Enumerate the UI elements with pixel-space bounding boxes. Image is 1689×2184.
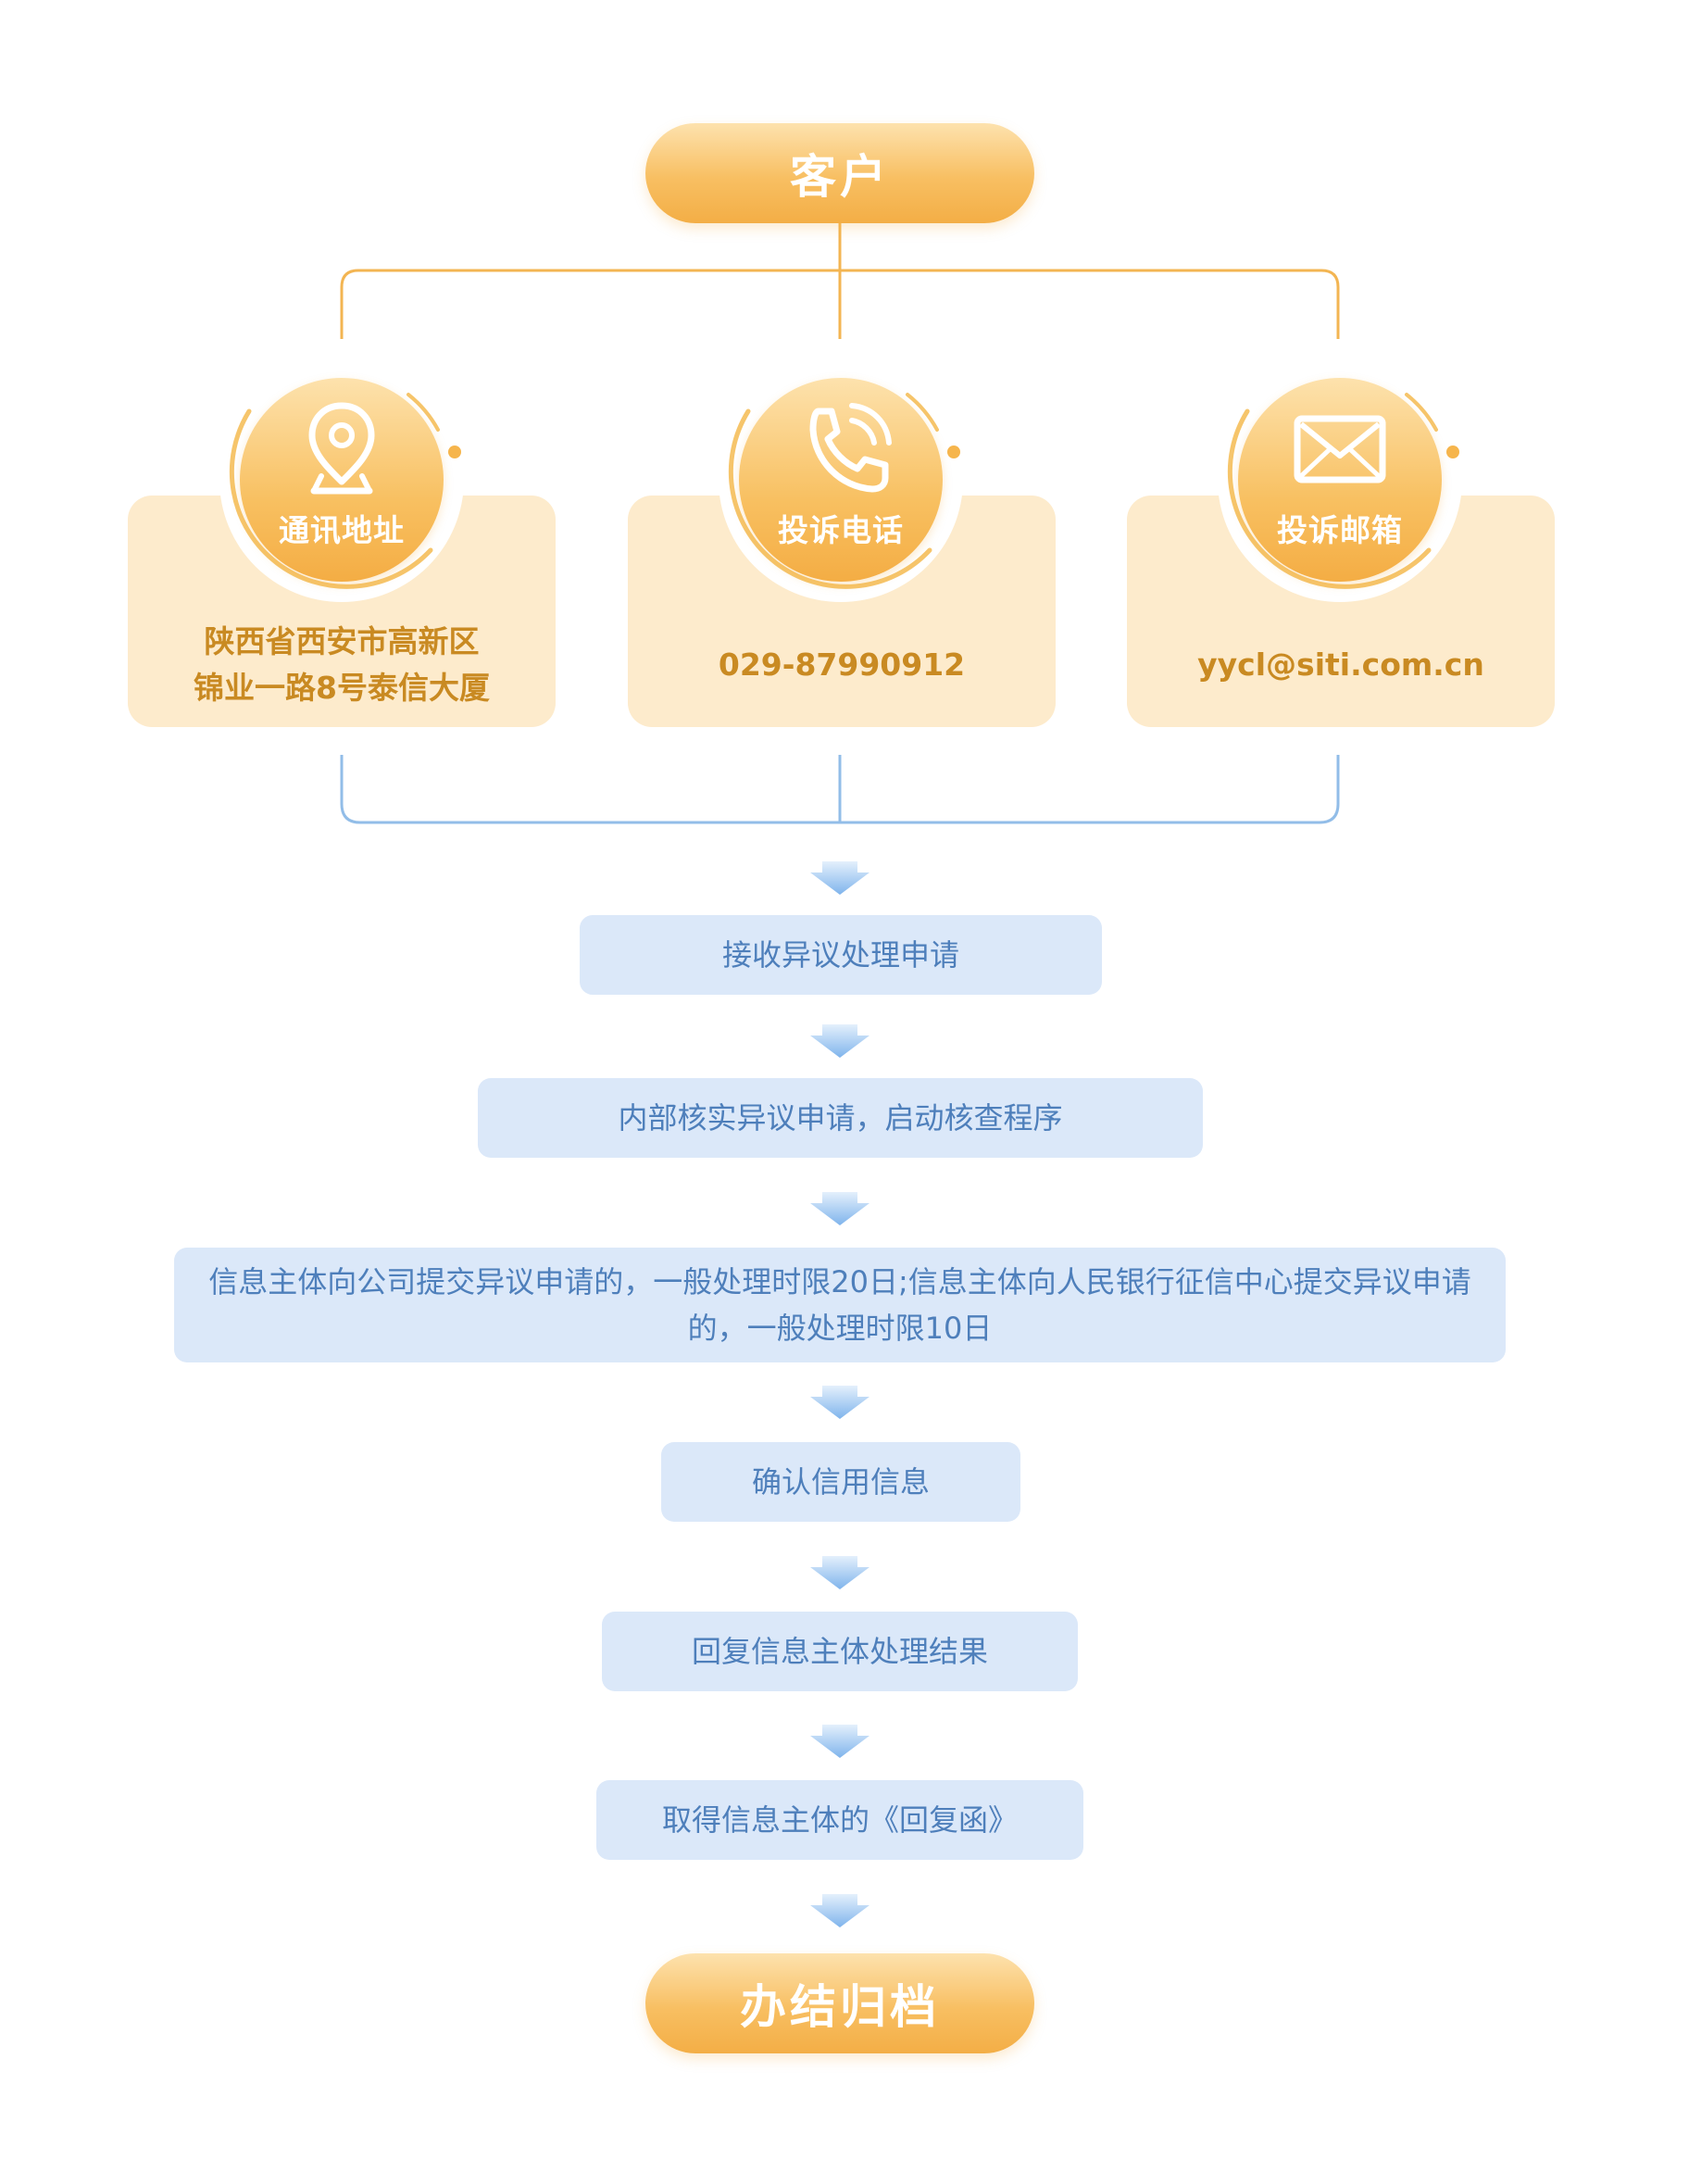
email-label: 投诉邮箱 — [1277, 512, 1403, 548]
down-arrow-icon — [810, 1725, 870, 1758]
down-arrow-icon — [810, 1894, 870, 1927]
email-value: yycl@siti.com.cn — [1197, 646, 1484, 683]
phone-call-icon — [776, 398, 906, 500]
step-receive-request: 接收异议处理申请 — [580, 915, 1102, 995]
step-internal-verification: 内部核实异议申请，启动核查程序 — [478, 1078, 1203, 1158]
email-badge: 投诉邮箱 — [1210, 350, 1470, 609]
address-label: 通讯地址 — [279, 512, 405, 548]
location-pin-icon — [277, 398, 407, 500]
merge-lines — [340, 755, 1340, 824]
down-arrow-icon — [810, 1556, 870, 1589]
archive-node: 办结归档 — [645, 1953, 1034, 2053]
address-value: 陕西省西安市高新区 锦业一路8号泰信大厦 — [194, 622, 490, 706]
step-reply-result: 回复信息主体处理结果 — [602, 1612, 1078, 1691]
phone-label: 投诉电话 — [778, 512, 904, 548]
step-obtain-reply-letter: 取得信息主体的《回复函》 — [596, 1780, 1083, 1860]
step-processing-time-limit: 信息主体向公司提交异议申请的，一般处理时限20日;信息主体向人民银行征信中心提交… — [174, 1248, 1506, 1362]
down-arrow-icon — [810, 1192, 870, 1225]
customer-node: 客户 — [645, 123, 1034, 223]
phone-badge: 投诉电话 — [711, 350, 970, 609]
envelope-icon — [1275, 398, 1405, 500]
address-badge: 通讯地址 — [212, 350, 471, 609]
down-arrow-icon — [810, 1024, 870, 1058]
down-arrows — [810, 861, 870, 1927]
phone-value: 029-87990912 — [718, 646, 966, 683]
step-confirm-credit-info: 确认信用信息 — [661, 1442, 1020, 1522]
down-arrow-icon — [810, 1386, 870, 1419]
down-arrow-icon — [810, 861, 870, 895]
customer-branch-lines — [340, 223, 1340, 339]
